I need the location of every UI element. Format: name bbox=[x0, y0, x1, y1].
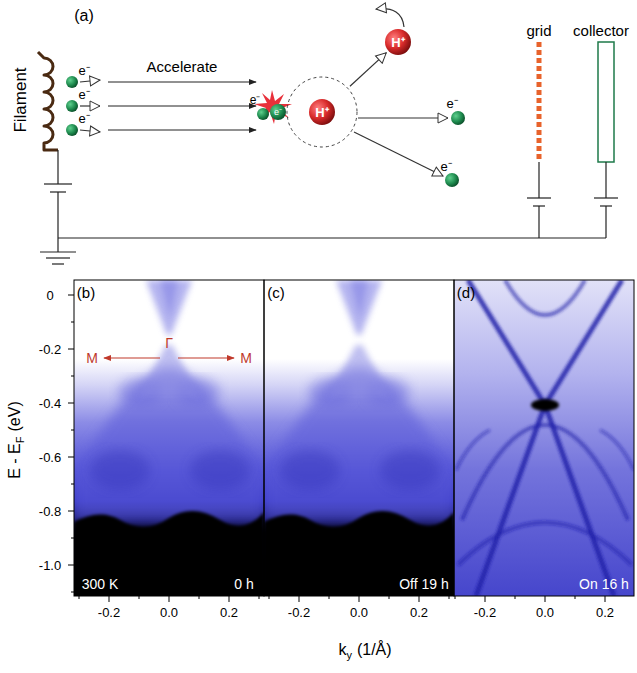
collector-label: collector bbox=[573, 23, 629, 38]
filament-label: Filament bbox=[12, 67, 29, 132]
tick-label: 0 bbox=[46, 289, 53, 302]
tick-label: -0.4 bbox=[39, 397, 61, 410]
axis-unit: (1/Å) bbox=[357, 641, 392, 658]
time-label: Off 19 h bbox=[399, 577, 449, 591]
tick-label: 0.2 bbox=[410, 606, 428, 619]
tick-label: -0.6 bbox=[39, 451, 61, 464]
k-point-label: M bbox=[240, 351, 252, 365]
axis-title-group: E - EF (eV) bbox=[7, 401, 26, 479]
dashed-circle bbox=[287, 77, 357, 147]
connector bbox=[350, 53, 386, 86]
electron-label: e⁻ bbox=[440, 160, 451, 173]
grid-label: grid bbox=[526, 23, 551, 38]
tick-label: -0.8 bbox=[39, 505, 61, 518]
time-label: On 16 h bbox=[579, 577, 629, 591]
tick-label: 0.2 bbox=[596, 606, 614, 619]
time-label: 0 h bbox=[234, 577, 253, 591]
axis-subscript: y bbox=[346, 649, 352, 661]
axis-title: E - E bbox=[6, 443, 23, 479]
k-point-label: M bbox=[86, 351, 98, 365]
collision-region: H⁺ bbox=[286, 76, 358, 148]
tick-label: -0.2 bbox=[98, 606, 120, 619]
tick-label: 0.2 bbox=[220, 606, 238, 619]
tick-label: 0.0 bbox=[160, 606, 178, 619]
tick-label: -1.0 bbox=[39, 559, 61, 572]
electron-label: e⁻ bbox=[250, 94, 261, 106]
panel-label: (b) bbox=[77, 285, 95, 300]
proton-ball-shape bbox=[385, 29, 411, 55]
panel-label: (c) bbox=[267, 285, 285, 300]
electron-label: e⁻ bbox=[78, 64, 89, 77]
electron-label: e⁻ bbox=[78, 112, 89, 125]
tick-label: 0.0 bbox=[350, 606, 368, 619]
panel-label: (d) bbox=[457, 285, 475, 300]
axis-title-group: ky (1/Å) bbox=[338, 642, 391, 661]
electron-label: e⁻ bbox=[446, 97, 457, 110]
electron-label: e⁻ bbox=[274, 108, 282, 117]
panel-label: (a) bbox=[74, 8, 94, 24]
k-point-label: Γ bbox=[165, 336, 173, 350]
temperature-label: 300 K bbox=[82, 577, 119, 591]
axis-unit: (eV) bbox=[6, 401, 23, 431]
tick-label: -0.2 bbox=[288, 606, 310, 619]
proton-ball: H⁺ bbox=[384, 28, 412, 56]
tick-label: 0.0 bbox=[536, 606, 554, 619]
process-label: Accelerate bbox=[147, 59, 218, 74]
axis-subscript: F bbox=[14, 436, 26, 443]
tick-label: -0.2 bbox=[39, 343, 61, 356]
proton-label: H⁺ bbox=[391, 36, 404, 49]
proton-ball-shape bbox=[309, 99, 335, 125]
tick-label: -0.2 bbox=[474, 606, 496, 619]
electron-label: e⁻ bbox=[78, 88, 89, 101]
axis-title: k bbox=[338, 641, 346, 658]
proton-label: H⁺ bbox=[315, 106, 328, 119]
